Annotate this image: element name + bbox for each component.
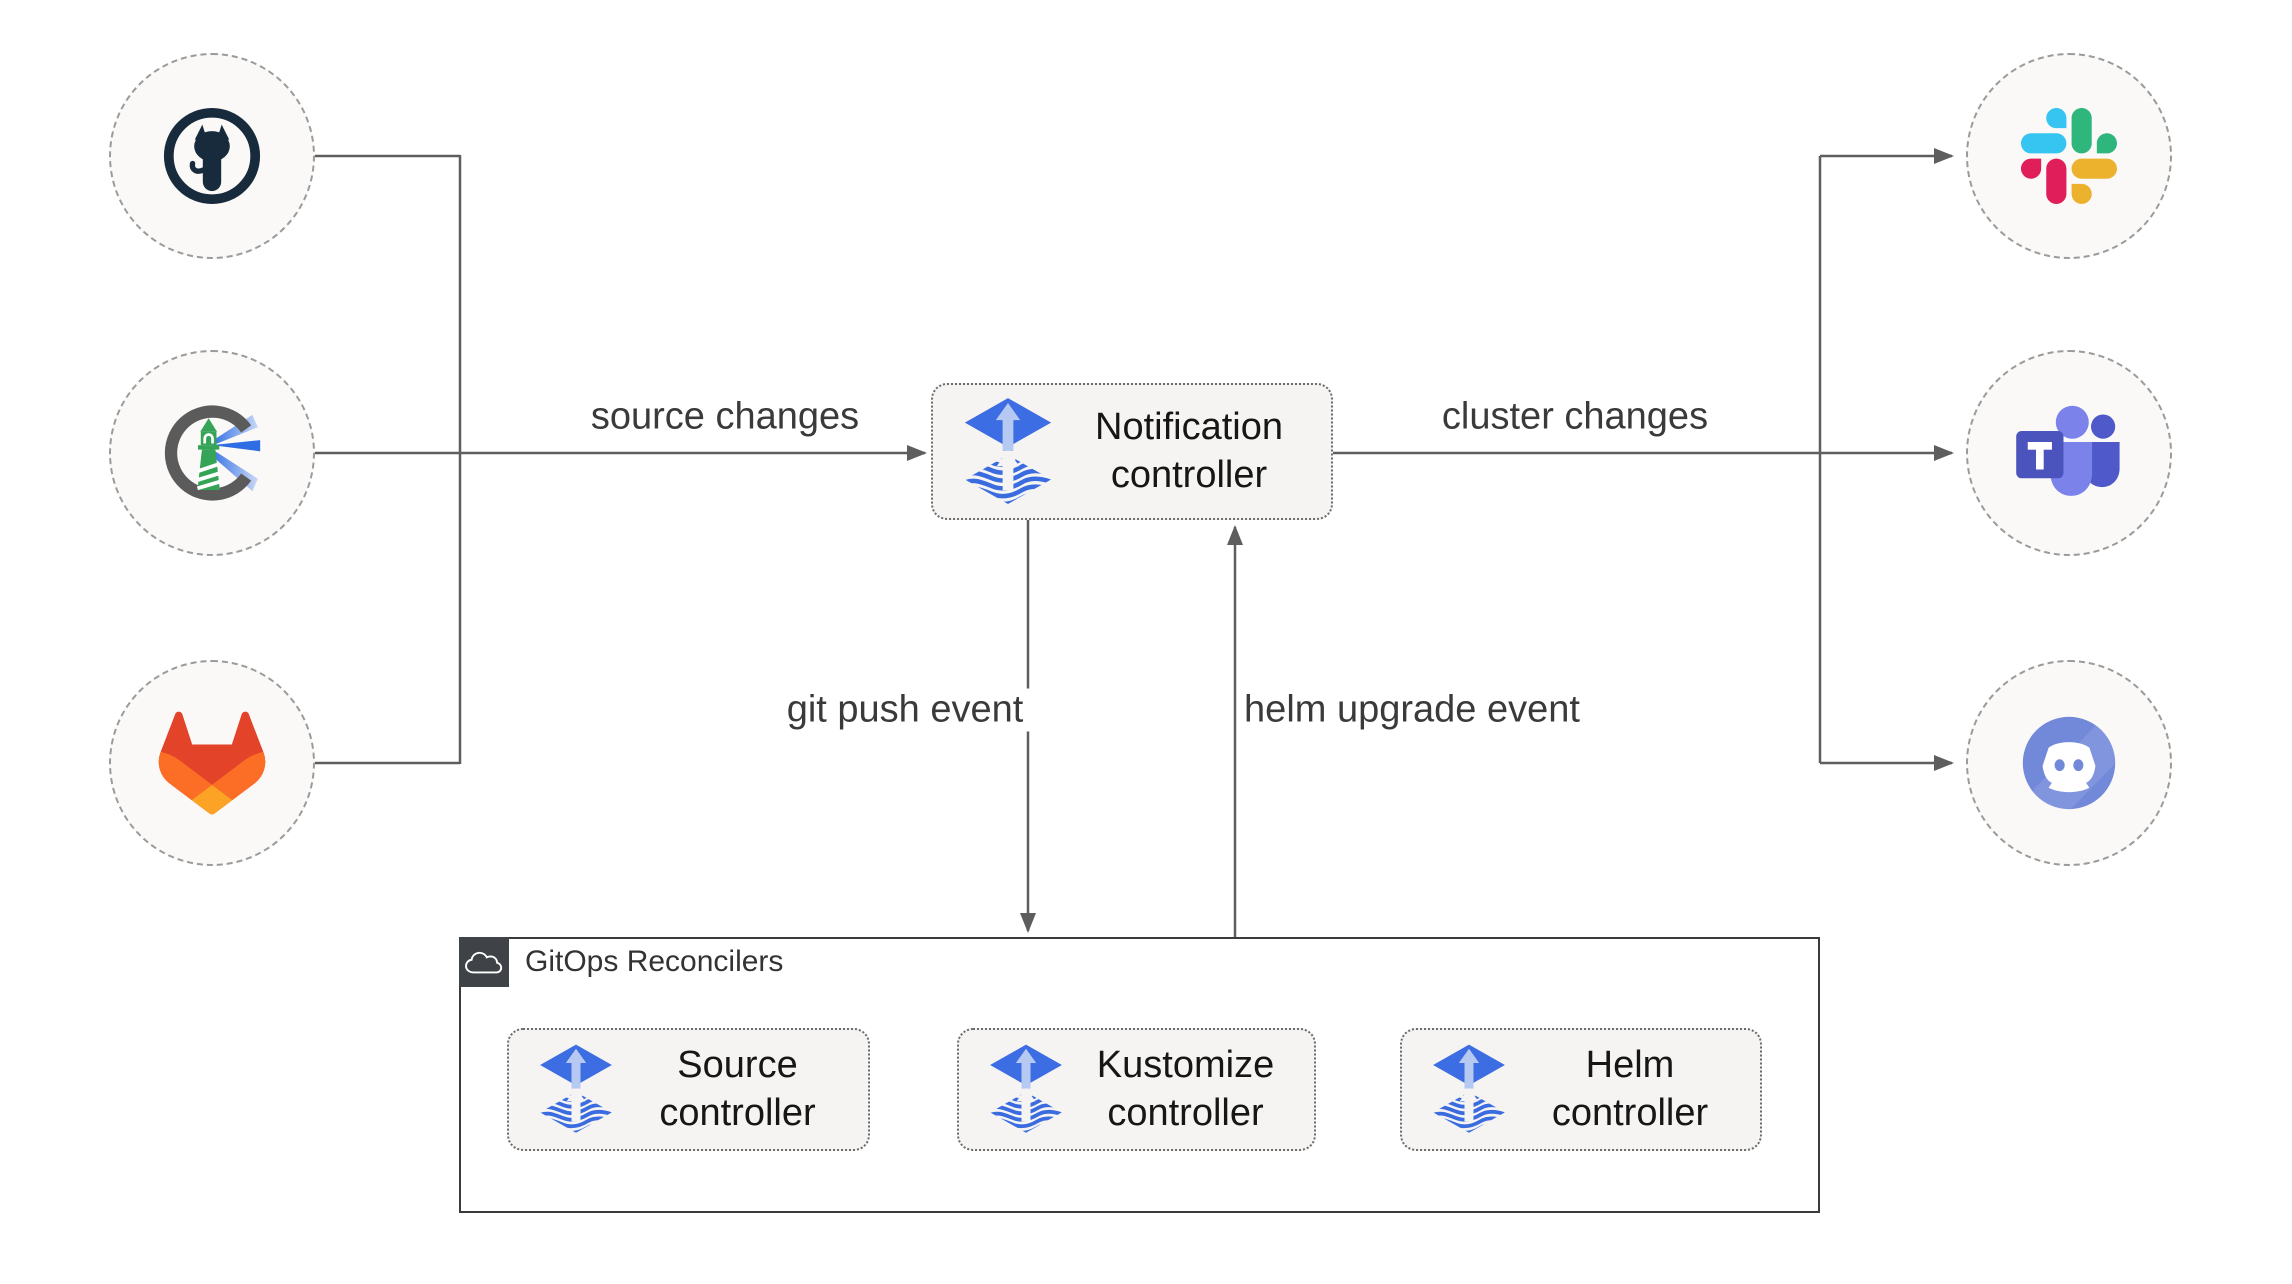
edge-label-git-push-event: git push event xyxy=(780,688,1030,732)
source-node-gitlab xyxy=(109,660,315,866)
github-icon xyxy=(163,107,261,205)
kustomize-controller-label: Kustomize controller xyxy=(1096,1043,1275,1134)
flux-icon xyxy=(985,1043,1067,1136)
helm-controller-box: Helm controller xyxy=(1400,1028,1762,1151)
flux-icon xyxy=(535,1043,617,1136)
source-controller-label: Source controller xyxy=(659,1043,816,1134)
harbor-icon xyxy=(164,405,261,501)
edge-label-cluster-changes: cluster changes xyxy=(1435,395,1715,439)
discord-icon xyxy=(2022,716,2116,810)
cloud-icon xyxy=(464,951,502,973)
gitlab-icon xyxy=(158,711,266,815)
slack-icon xyxy=(2021,108,2117,204)
source-node-github xyxy=(109,53,315,259)
edge-label-helm-upgrade-event: helm upgrade event xyxy=(1238,688,1586,732)
edge-label-source-changes: source changes xyxy=(584,395,866,439)
helm-controller-label: Helm controller xyxy=(1551,1043,1709,1134)
kustomize-controller-box: Kustomize controller xyxy=(957,1028,1316,1151)
alert-node-ms-teams xyxy=(1966,350,2172,556)
notification-controller-label: Notification controller xyxy=(1095,405,1283,496)
alert-node-slack xyxy=(1966,53,2172,259)
group-title: GitOps Reconcilers xyxy=(525,944,784,978)
source-node-harbor xyxy=(109,350,315,556)
group-header-badge xyxy=(458,936,509,987)
notification-controller-box: Notification controller xyxy=(931,383,1333,520)
ms-teams-icon xyxy=(2016,405,2120,496)
alert-node-discord xyxy=(1966,660,2172,866)
flux-icon xyxy=(959,396,1057,508)
flux-icon xyxy=(1428,1043,1510,1136)
source-controller-box: Source controller xyxy=(507,1028,870,1151)
